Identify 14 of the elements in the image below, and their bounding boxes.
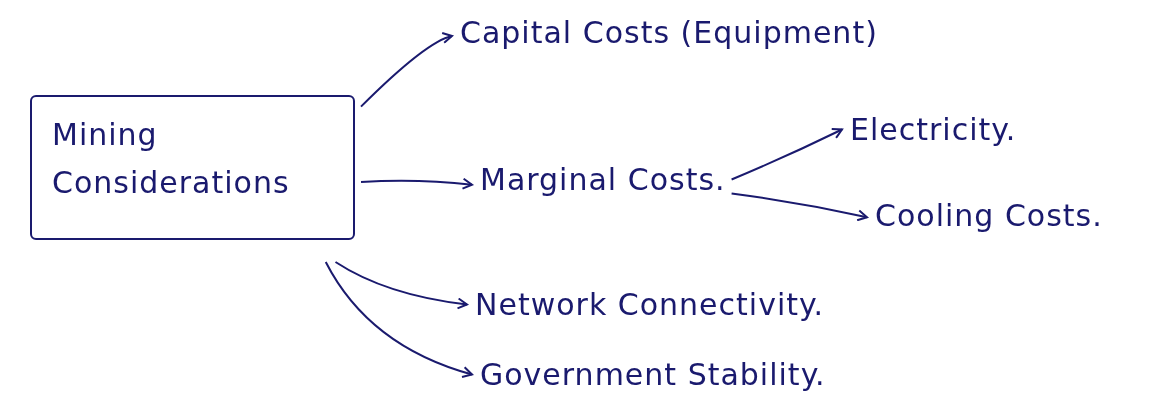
node-label: Marginal Costs.	[480, 162, 726, 197]
arrow	[360, 177, 473, 190]
arrow	[730, 127, 843, 181]
arrow	[730, 192, 868, 222]
node-label: Cooling Costs.	[875, 198, 1103, 233]
arrow	[360, 32, 453, 108]
arrow	[334, 261, 468, 310]
process-box	[30, 95, 355, 240]
node-label: Electricity.	[850, 112, 1017, 147]
node-text: Mining Considerations	[52, 117, 290, 200]
arrow	[324, 261, 473, 378]
node-label: Government Stability.	[480, 357, 826, 392]
node-label: Capital Costs (Equipment)	[460, 15, 878, 50]
node-label: Network Connectivity.	[475, 287, 825, 322]
